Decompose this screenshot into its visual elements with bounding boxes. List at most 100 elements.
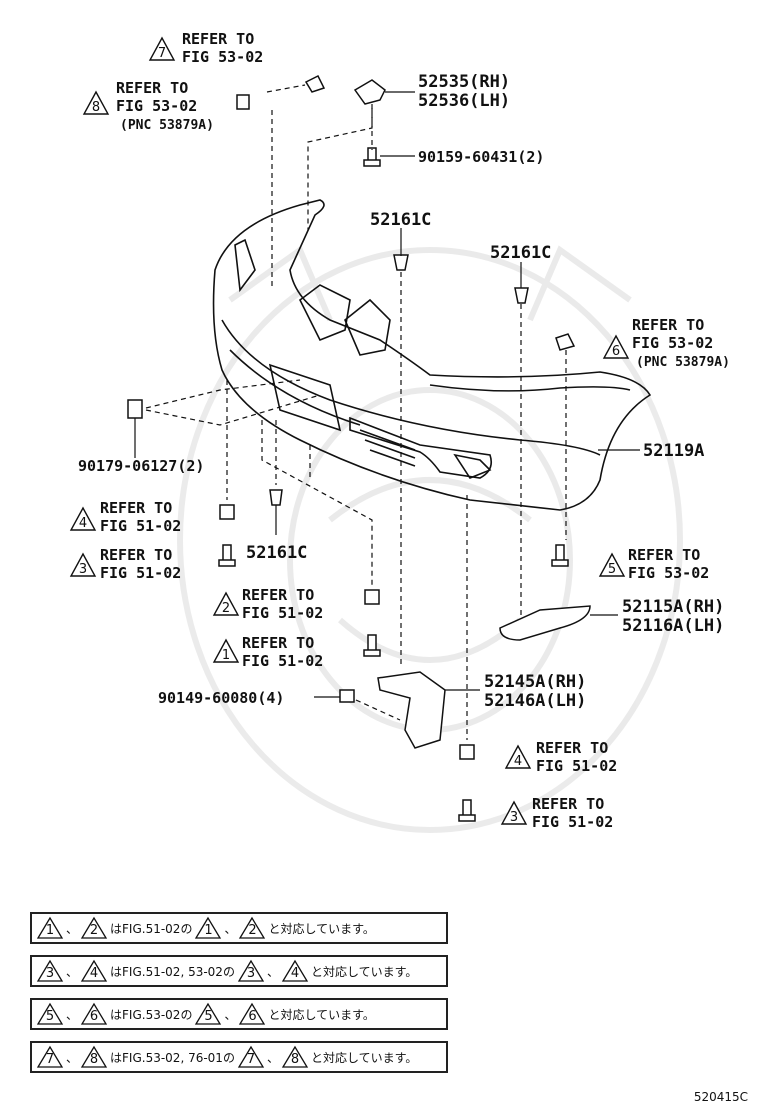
callout-7-line1: REFER TO (182, 30, 254, 48)
note-3-mid: はFIG.53-02の (110, 1007, 193, 1022)
part-52161c-low: 52161C (246, 543, 307, 563)
clip-c6 (555, 333, 576, 351)
note-4-a: 7 (45, 1052, 55, 1067)
part-52161c-top: 52161C (370, 210, 431, 230)
callout-8-num: 8 (92, 100, 100, 115)
callout-7-num: 7 (158, 46, 166, 61)
callout-4a-num: 4 (79, 516, 87, 531)
triangle-icon: 8 (281, 1045, 309, 1069)
part-90179: 90179-06127(2) (78, 457, 204, 475)
callout-8-line2: FIG 53-02 (116, 97, 197, 115)
note-4-c: 7 (246, 1052, 256, 1067)
note-3-a: 5 (45, 1009, 55, 1024)
note-2-b: 4 (89, 966, 99, 981)
nut-90179 (127, 399, 143, 419)
note-1-a: 1 (45, 923, 55, 938)
note-row-2: 3 、 4 はFIG.51-02, 53-02の 3 、 4 と対応しています。 (30, 955, 448, 987)
note-row-3: 5 、 6 はFIG.53-02の 5 、 6 と対応しています。 (30, 998, 448, 1030)
callout-8-line1: REFER TO (116, 79, 188, 97)
callout-3b-line2: FIG 51-02 (532, 813, 613, 831)
note-1-end: と対応しています。 (268, 921, 375, 936)
triangle-icon: 6 (80, 1002, 108, 1026)
callout-7-line2: FIG 53-02 (182, 48, 263, 66)
part-52145a: 52145A(RH) (484, 672, 586, 692)
note-1-b: 2 (89, 923, 99, 938)
triangle-icon: 3 (36, 959, 64, 983)
callout-8-line3: (PNC 53879A) (120, 118, 214, 133)
retainer-52115a (499, 605, 591, 641)
note-3-sep2: 、 (224, 1007, 237, 1022)
triangle-icon: 6 (238, 1002, 266, 1026)
note-1-c: 1 (204, 923, 213, 938)
callout-1-line2: FIG 51-02 (242, 652, 323, 670)
part-52115a: 52115A(RH) (622, 597, 724, 617)
triangle-icon: 4 (80, 959, 108, 983)
triangle-icon: 8 (80, 1045, 108, 1069)
callout-5-num: 5 (608, 562, 616, 577)
part-52161c-mid: 52161C (490, 243, 551, 263)
note-3-b: 6 (89, 1009, 99, 1024)
note-4-b: 8 (89, 1052, 99, 1067)
note-2-d: 4 (290, 966, 300, 981)
bumper-cover-52119a (212, 199, 652, 511)
note-1-sep: 、 (66, 921, 79, 936)
note-4-sep2: 、 (266, 1050, 279, 1065)
part-52119a: 52119A (643, 441, 704, 461)
note-row-1: 1 、 2 はFIG.51-02の 1 、 2 と対応しています。 (30, 912, 448, 944)
note-4-mid: はFIG.53-02, 76-01の (110, 1050, 235, 1065)
note-1-d: 2 (248, 923, 257, 938)
callout-2-line1: REFER TO (242, 586, 314, 604)
note-4-sep: 、 (66, 1050, 79, 1065)
part-52146a: 52146A(LH) (484, 691, 586, 711)
note-3-d: 6 (248, 1009, 257, 1024)
triangle-icon: 5 (194, 1002, 222, 1026)
callout-2-num: 2 (222, 601, 230, 616)
note-1-mid: はFIG.51-02の (110, 921, 193, 936)
triangle-icon: 5 (36, 1002, 64, 1026)
part-90149: 90149-60080(4) (158, 689, 284, 707)
callout-6-line3: (PNC 53879A) (636, 355, 730, 370)
callout-3a-line1: REFER TO (100, 546, 172, 564)
callout-1-line1: REFER TO (242, 634, 314, 652)
note-2-mid: はFIG.51-02, 53-02の (110, 964, 235, 979)
triangle-icon: 2 (80, 916, 108, 940)
callout-5-line1: REFER TO (628, 546, 700, 564)
note-row-4: 7 、 8 はFIG.53-02, 76-01の 7 、 8 と対応しています。 (30, 1041, 448, 1073)
callout-4b-num: 4 (514, 754, 522, 769)
callout-4a-line2: FIG 51-02 (100, 517, 181, 535)
bracket-52145a (377, 671, 446, 749)
callout-3b-num: 3 (510, 810, 518, 825)
note-3-c: 5 (204, 1009, 213, 1024)
part-labels: 52535(RH) 52536(LH) 90159-60431(2) 52161… (78, 72, 724, 711)
assembly-lines (145, 84, 567, 740)
callout-4a-line1: REFER TO (100, 499, 172, 517)
part-90159: 90159-60431(2) (418, 148, 544, 166)
callout-6-num: 6 (612, 344, 620, 359)
note-2-sep: 、 (66, 964, 79, 979)
callout-4b-line2: FIG 51-02 (536, 757, 617, 775)
callout-3b-line1: REFER TO (532, 795, 604, 813)
callout-4b-line1: REFER TO (536, 739, 608, 757)
callout-numbers: 7 8 6 4 3 5 2 1 4 3 (79, 46, 620, 825)
callout-texts: REFER TO FIG 53-02 REFER TO FIG 53-02 (P… (100, 30, 730, 831)
clip-52161c-top (269, 254, 529, 506)
callout-1-num: 1 (222, 648, 230, 663)
note-2-c: 3 (246, 966, 256, 981)
note-2-a: 3 (45, 966, 55, 981)
note-4-d: 8 (290, 1052, 300, 1067)
note-1-sep2: 、 (224, 921, 237, 936)
triangle-icon: 1 (36, 916, 64, 940)
triangle-icon: 4 (281, 959, 309, 983)
triangle-icon: 1 (194, 916, 222, 940)
triangle-icon: 7 (237, 1045, 265, 1069)
part-52535: 52535(RH) (418, 72, 510, 92)
part-52116a: 52116A(LH) (622, 616, 724, 636)
part-52536: 52536(LH) (418, 91, 510, 111)
callout-2-line2: FIG 51-02 (242, 604, 323, 622)
triangle-icon: 2 (238, 916, 266, 940)
note-2-sep2: 、 (266, 964, 279, 979)
note-3-sep: 、 (66, 1007, 79, 1022)
figure-code: 520415C (693, 1090, 748, 1104)
callout-3a-num: 3 (79, 562, 87, 577)
